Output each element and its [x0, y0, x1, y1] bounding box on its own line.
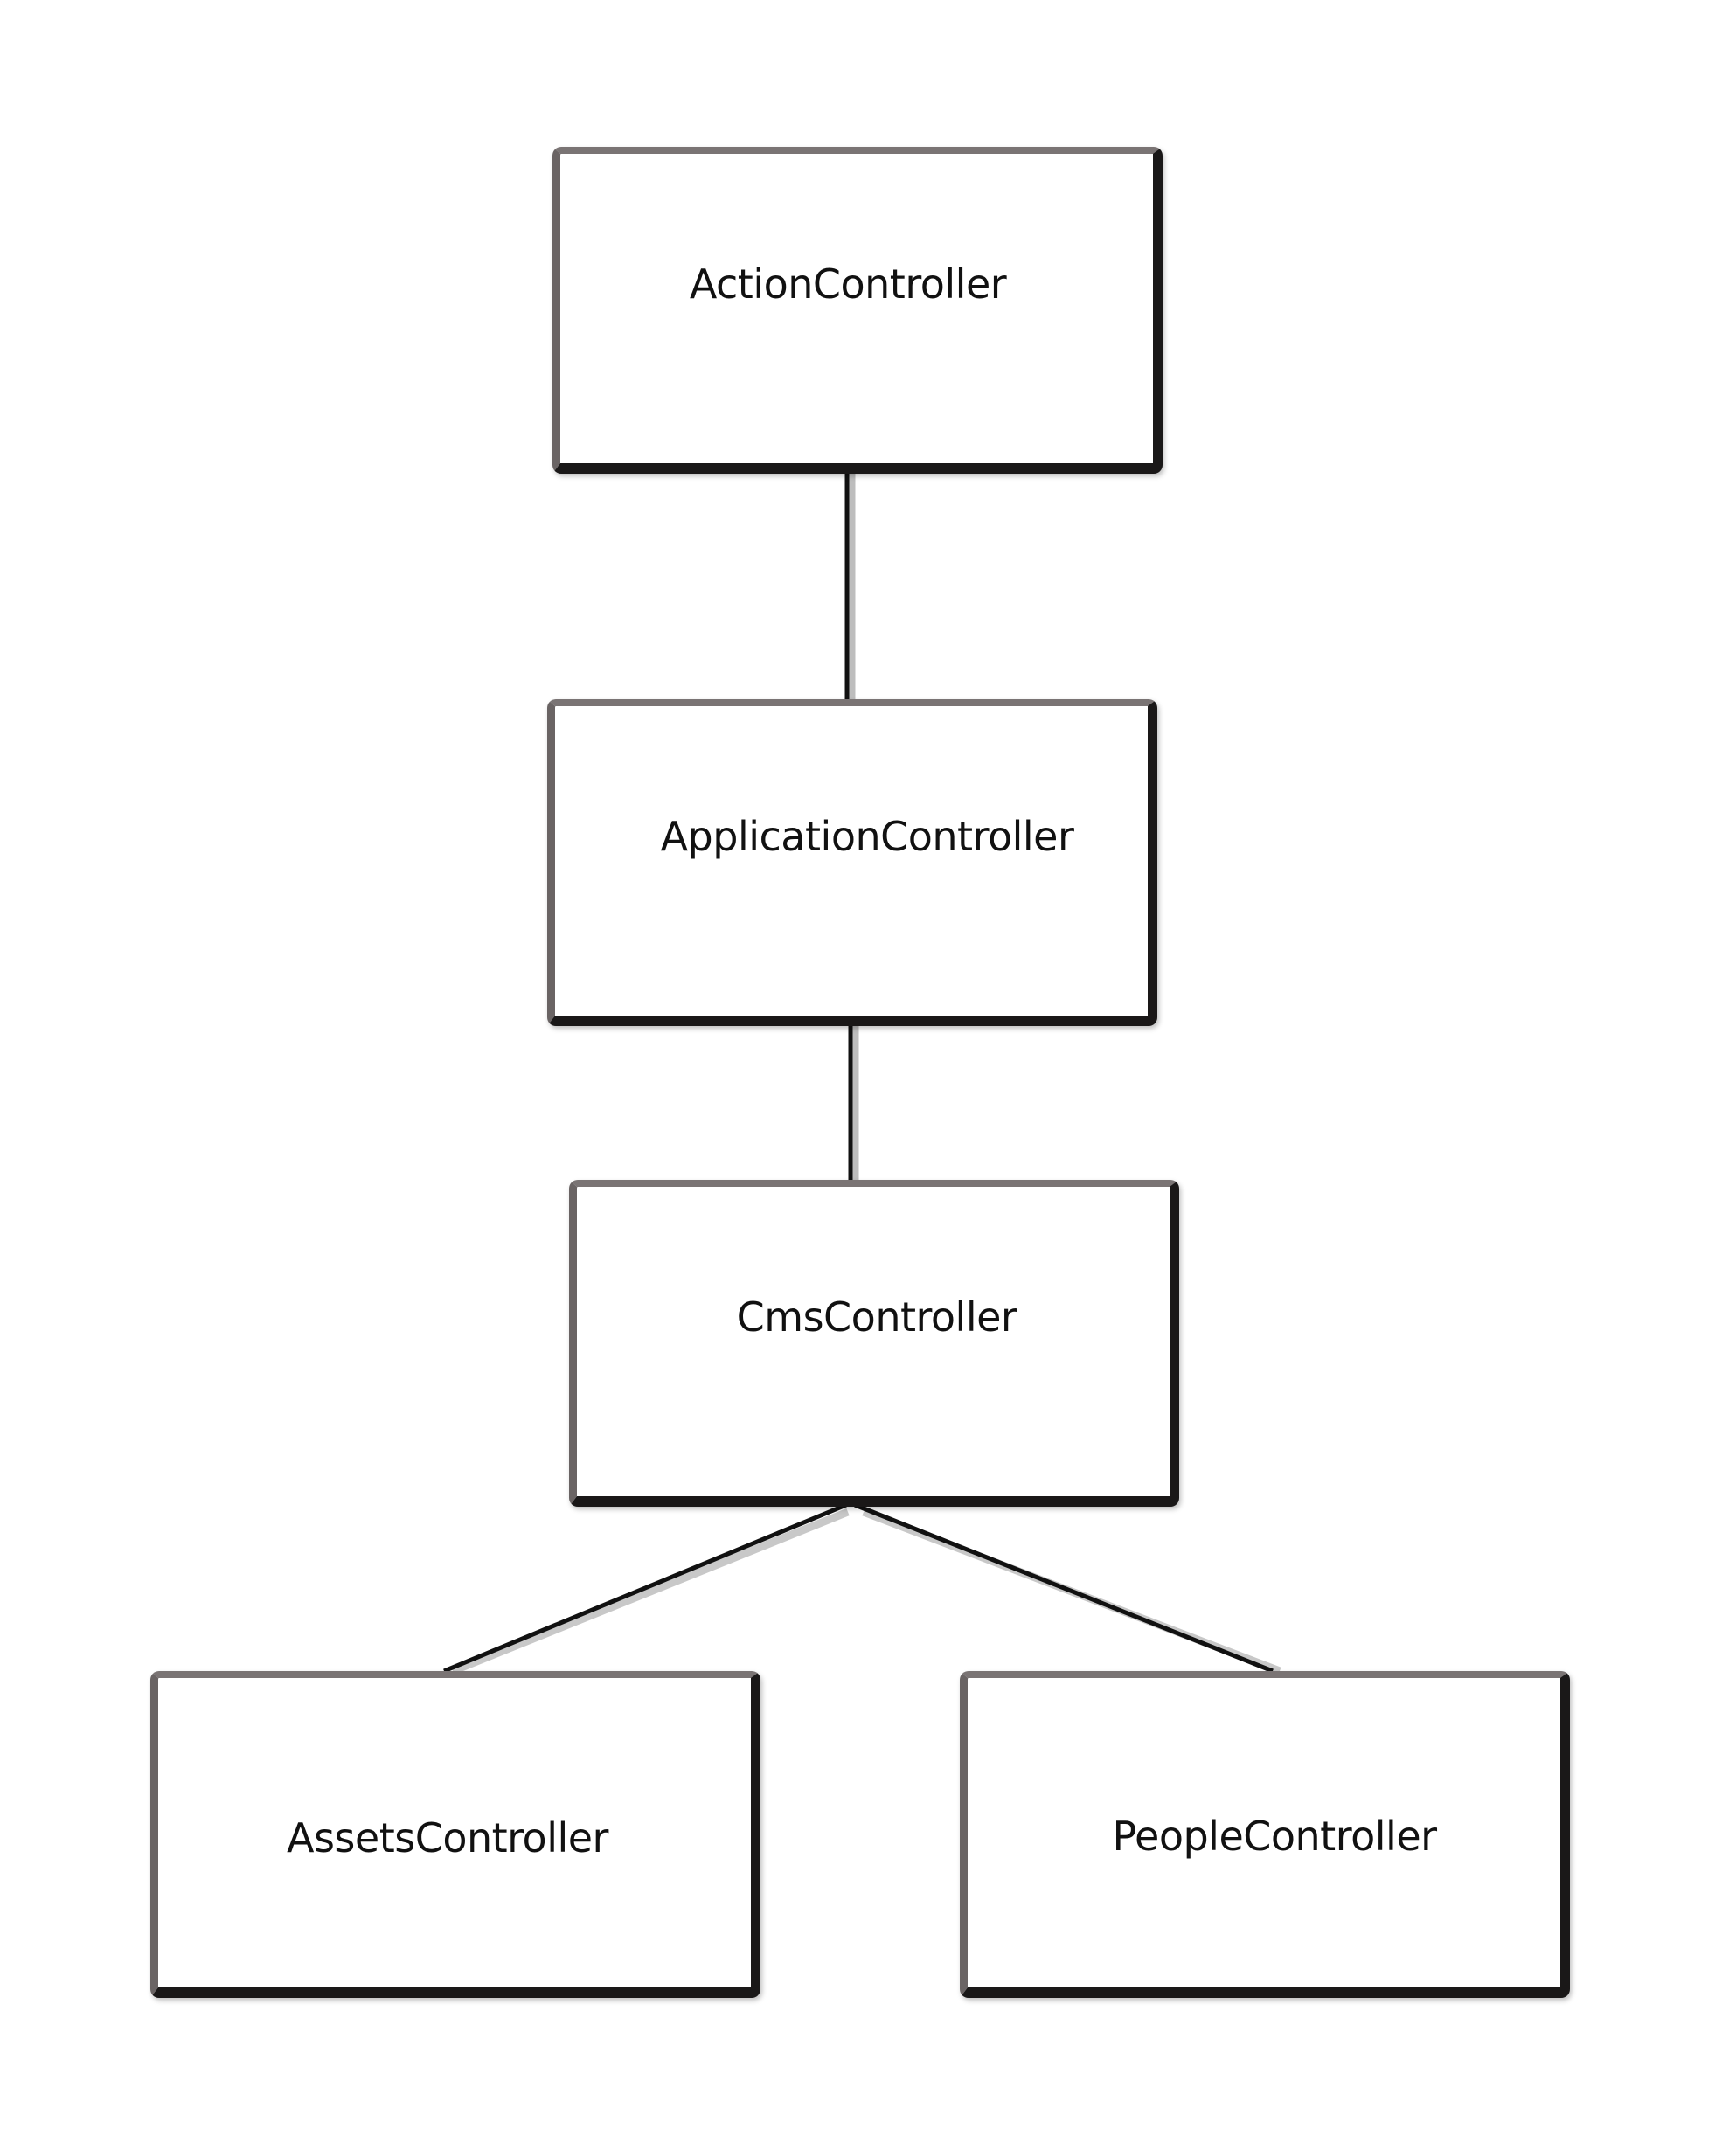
node-application-controller: ApplicationController: [547, 699, 1157, 1026]
node-label: CmsController: [736, 1293, 1017, 1341]
node-cms-controller: CmsController: [569, 1180, 1179, 1507]
edge-cms-to-assets: [443, 1502, 847, 1674]
node-label: AssetsController: [287, 1814, 608, 1862]
node-people-controller: PeopleController: [960, 1671, 1570, 1998]
node-assets-controller: AssetsController: [150, 1671, 760, 1998]
node-label: ActionController: [689, 260, 1007, 308]
node-label: ApplicationController: [660, 813, 1074, 860]
edge-cms-to-people: [854, 1502, 1274, 1674]
edge-shadow-cms-assets: [451, 1508, 850, 1675]
node-action-controller: ActionController: [552, 147, 1163, 474]
node-label: PeopleController: [1112, 1813, 1437, 1860]
